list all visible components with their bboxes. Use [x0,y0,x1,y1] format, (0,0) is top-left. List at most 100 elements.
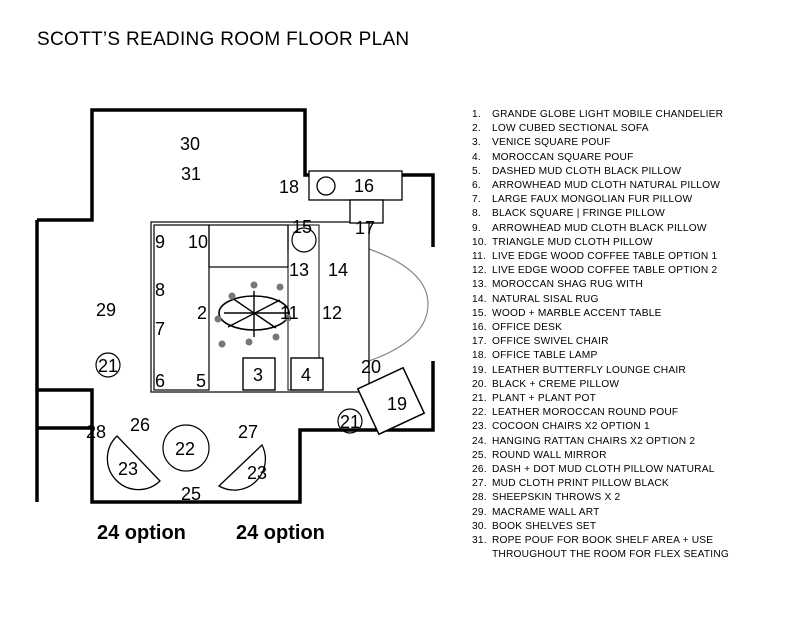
cocoon-chair-left [106,435,161,491]
legend-item-text: ROPE POUF FOR BOOK SHELF AREA + USE THRO… [492,535,729,561]
legend-item-text: LIVE EDGE WOOD COFFEE TABLE OPTION 2 [492,265,718,277]
plan-label-10: 10 [188,232,208,252]
legend-item-number: 24. [472,435,487,447]
legend-item-number: 21. [472,393,487,405]
legend-item-number: 25. [472,449,487,461]
legend-item-number: 5. [472,165,481,177]
plan-label-23-left: 23 [118,459,138,479]
legend-item-number: 8. [472,208,481,220]
legend-item: 18.OFFICE TABLE LAMP [472,349,729,363]
legend-item-number: 18. [472,350,487,362]
legend-item-text: ARROWHEAD MUD CLOTH BLACK PILLOW [492,222,707,234]
butterfly-lounge-chair [356,366,426,436]
legend-item-text: BLACK SQUARE | FRINGE PILLOW [492,208,665,220]
legend-item: 11.LIVE EDGE WOOD COFFEE TABLE OPTION 1 [472,250,729,264]
chandelier [214,281,292,348]
plan-label-5: 5 [196,371,206,391]
double-door [368,248,429,362]
legend-item: 4.MOROCCAN SQUARE POUF [472,151,729,165]
plan-label-2: 2 [197,303,207,323]
legend-item: 30.BOOK SHELVES SET [472,520,729,534]
plan-title: SCOTT’S READING ROOM FLOOR PLAN [37,29,410,50]
legend-item-text: HANGING RATTAN CHAIRS X2 OPTION 2 [492,435,696,447]
plan-label-17: 17 [355,218,375,238]
legend-item: 28. SHEEPSKIN THROWS X 2 [472,491,729,505]
legend-item-number: 27. [472,478,487,490]
legend-item-text: LEATHER MOROCCAN ROUND POUF [492,407,679,419]
plan-label-28: 28 [86,422,106,442]
legend-item: 27.MUD CLOTH PRINT PILLOW BLACK [472,477,729,491]
plan-label-30: 30 [180,134,200,154]
legend-item-number: 28. [472,492,487,504]
legend-item-number: 9. [472,222,481,234]
legend-item-text: NATURAL SISAL RUG [492,293,599,305]
legend-item: 15. WOOD + MARBLE ACCENT TABLE [472,307,729,321]
legend-item: 29.MACRAME WALL ART [472,506,729,520]
plan-label-11: 11 [280,303,299,323]
plan-label-23-right: 23 [247,463,267,483]
legend-item-number: 13. [472,279,487,291]
legend-item-text: BLACK + CREME PILLOW [492,378,620,390]
legend-item: 13. MOROCCAN SHAG RUG WITH [472,278,729,292]
legend-item-number: 7. [472,194,481,206]
legend-item-number: 29. [472,506,487,518]
legend-item-number: 3. [472,137,481,149]
legend-item-number: 16. [472,322,487,334]
plan-label-26: 26 [130,415,150,435]
legend-item-text: ARROWHEAD MUD CLOTH NATURAL PILLOW [492,180,721,192]
legend-item: 17.OFFICE SWIVEL CHAIR [472,335,729,349]
legend-item-number: 30. [472,520,487,532]
plan-label-20: 20 [361,357,381,377]
moroccan-square-pouf [290,357,324,391]
legend-item-number: 6. [472,180,481,192]
plan-label-9: 9 [155,232,165,252]
cocoon-chair-right [217,443,267,491]
legend-item-number: 10. [472,236,487,248]
plan-label-7: 7 [155,319,165,339]
plan-label-4: 4 [301,365,311,385]
option-label-right: 24 option [236,522,325,544]
legend-item-text: ROUND WALL MIRROR [492,449,607,461]
legend-item-text: COCOON CHAIRS X2 OPTION 1 [492,421,650,433]
legend-item-number: 26. [472,464,487,476]
legend-item: 24. HANGING RATTAN CHAIRS X2 OPTION 2 [472,435,729,449]
legend-item-text: MOROCCAN SHAG RUG WITH [492,279,643,291]
legend-item-number: 19. [472,364,487,376]
plan-label-13: 13 [289,260,309,280]
legend-item-text: WOOD + MARBLE ACCENT TABLE [492,307,662,319]
legend-item: 9. ARROWHEAD MUD CLOTH BLACK PILLOW [472,222,729,236]
legend-item-number: 20. [472,378,487,390]
plan-label-21-left: 21 [98,356,118,376]
option-label-left: 24 option [97,522,186,544]
legend-item-text: TRIANGLE MUD CLOTH PILLOW [492,236,653,248]
legend-item-text: OFFICE SWIVEL CHAIR [492,336,609,348]
plan-label-21-right: 21 [340,412,360,432]
plan-label-18: 18 [279,177,299,197]
legend-item: 20. BLACK + CREME PILLOW [472,378,729,392]
plan-label-31: 31 [181,164,201,184]
plan-label-22: 22 [175,439,195,459]
legend-item-text: PLANT + PLANT POT [492,393,597,405]
plan-label-12: 12 [322,303,342,323]
venice-square-pouf [242,357,276,391]
plant-pot-right [337,408,363,434]
rug [150,221,370,393]
legend-item-number: 2. [472,123,481,135]
legend-item: 8. BLACK SQUARE | FRINGE PILLOW [472,207,729,221]
legend-item-text: LARGE FAUX MONGOLIAN FUR PILLOW [492,194,693,206]
plan-label-19: 19 [387,394,407,414]
legend-item-number: 31. [472,535,487,547]
legend-item: 21. PLANT + PLANT POT [472,392,729,406]
legend-item-text: SHEEPSKIN THROWS X 2 [492,492,621,504]
legend-item-number: 4. [472,151,481,163]
legend-item: 7. LARGE FAUX MONGOLIAN FUR PILLOW [472,193,729,207]
legend-item: 14.NATURAL SISAL RUG [472,293,729,307]
legend-item-number: 15. [472,307,487,319]
legend-item-number: 11. [472,251,487,263]
legend-item-text: LOW CUBED SECTIONAL SOFA [492,123,649,135]
legend-item: 2. LOW CUBED SECTIONAL SOFA [472,122,729,136]
legend-item-number: 22. [472,407,487,419]
leather-round-pouf [162,424,210,472]
room-walls [35,108,435,504]
